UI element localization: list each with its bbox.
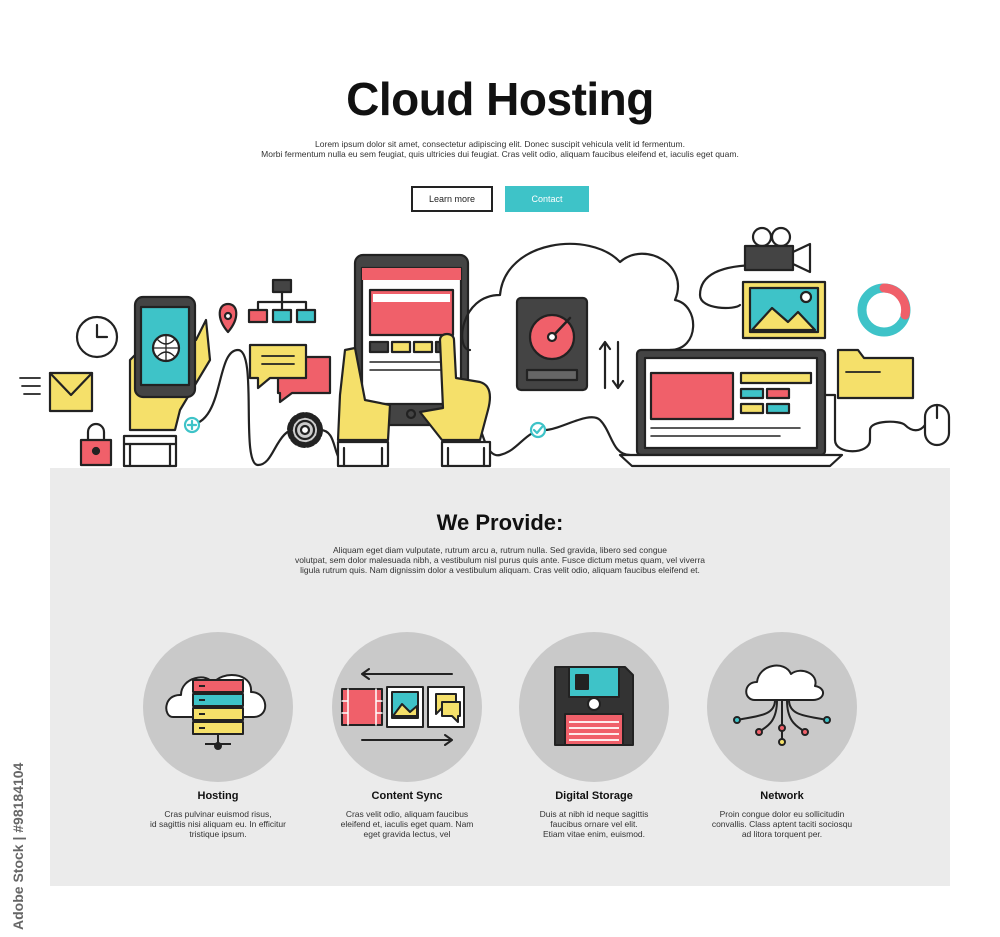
provide-line-3: ligula rutrum quis. Nam dignissim dolor …: [300, 565, 700, 575]
feature-digital-storage-title: Digital Storage: [555, 790, 633, 802]
feature-digital-storage-desc: Duis at nibh id neque sagittis faucibus …: [519, 809, 669, 839]
feature-hosting-desc: Cras pulvinar euismod risus, id sagittis…: [143, 809, 293, 839]
feature-digital-storage-circle: [519, 632, 669, 782]
feature-content-sync-line: Cras velit odio, aliquam faucibus: [345, 809, 469, 819]
provide-line-2: volutpat, sem dolor malesuada nibh, a ve…: [294, 555, 706, 565]
feature-digital-storage: Digital Storage Duis at nibh id neque sa…: [519, 632, 669, 839]
feature-content-sync-circle: [332, 632, 482, 782]
feature-content-sync-title: Content Sync: [371, 790, 443, 802]
learn-more-button[interactable]: Learn more: [411, 186, 493, 212]
feature-network-line: Proin congue dolor eu sollicitudin: [719, 809, 845, 819]
page-title: Cloud Hosting: [346, 73, 654, 125]
feature-content-sync-desc: Cras velit odio, aliquam faucibus eleife…: [332, 809, 482, 839]
server-cloud-icon: [165, 673, 267, 750]
content-sync-icon: [341, 668, 465, 746]
provide-line-1: Aliquam eget diam vulputate, rutrum arcu…: [332, 545, 668, 555]
stock-watermark: Adobe Stock | #98184104: [10, 762, 26, 930]
feature-content-sync: Content Sync Cras velit odio, aliquam fa…: [332, 632, 482, 839]
intro-line-1: Lorem ipsum dolor sit amet, consectetur …: [315, 139, 685, 149]
feature-content-sync-line: eget gravida lectus, vel: [363, 829, 451, 839]
provide-title: We Provide:: [436, 510, 564, 535]
feature-hosting-line: tristique ipsum.: [189, 829, 247, 839]
intro-line-2: Morbi fermentum nulla eu sem feugiat, qu…: [261, 149, 739, 159]
feature-network-line: ad litora torquent per.: [741, 829, 823, 839]
feature-network-circle: [707, 632, 857, 782]
feature-network: Network Proin congue dolor eu sollicitud…: [707, 632, 857, 839]
contact-button[interactable]: Contact: [505, 186, 589, 212]
feature-hosting-line: Cras pulvinar euismod risus,: [164, 809, 272, 819]
feature-hosting-title: Hosting: [197, 790, 239, 802]
feature-hosting-circle: [143, 632, 293, 782]
feature-hosting-line: id sagittis nisi aliquam eu. In efficitu…: [150, 819, 286, 829]
feature-network-title: Network: [760, 790, 804, 802]
feature-network-desc: Proin congue dolor eu sollicitudin conva…: [707, 809, 857, 839]
hero-illustration: [19, 226, 951, 468]
feature-content-sync-line: eleifend et, iaculis eget quam. Nam: [340, 819, 474, 829]
cloud-network-icon: [733, 664, 831, 746]
feature-hosting: Hosting Cras pulvinar euismod risus, id …: [143, 632, 293, 839]
floppy-disk-icon: [554, 666, 634, 746]
feature-digital-storage-line: Etiam vitae enim, euismod.: [542, 829, 646, 839]
feature-digital-storage-line: Duis at nibh id neque sagittis: [539, 809, 649, 819]
feature-network-line: convallis. Class aptent taciti sociosqu: [711, 819, 853, 829]
feature-digital-storage-line: faucibus ornare vel elit.: [550, 819, 638, 829]
